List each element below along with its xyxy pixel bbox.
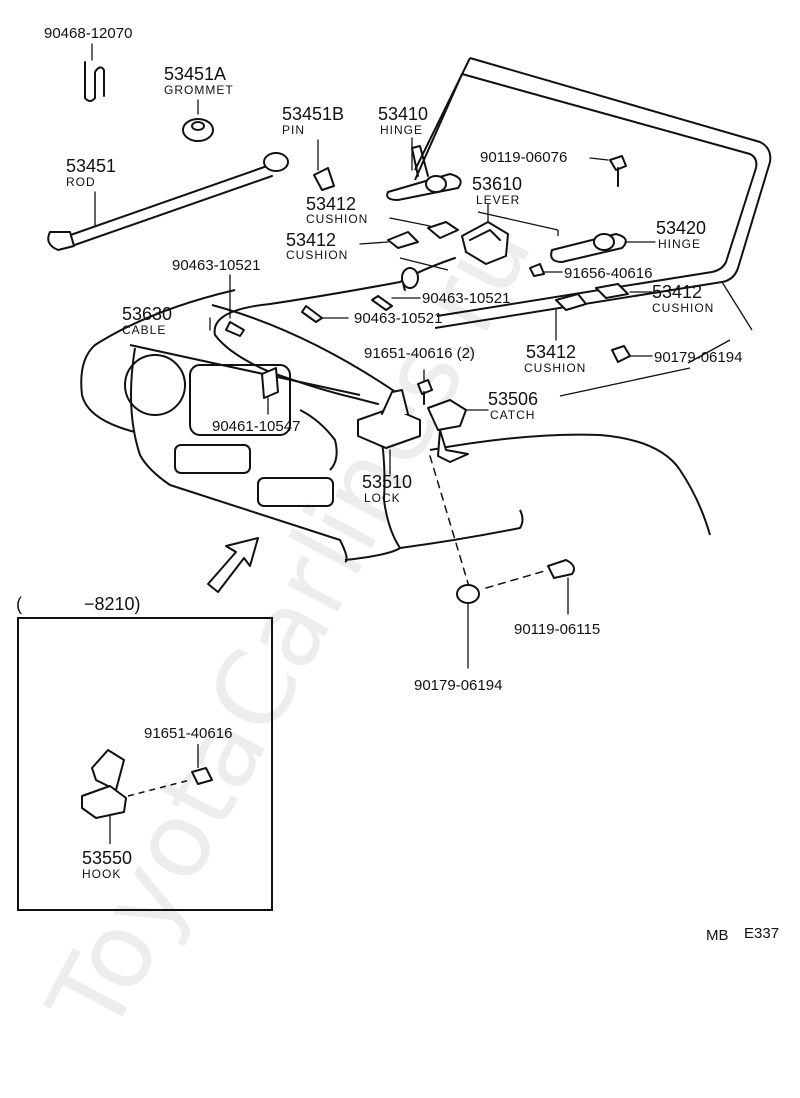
footer-code-right: E337 [744,925,779,942]
stopper-guide [429,455,549,591]
bolt-91656-40616-drawing [529,263,563,277]
lever-drawing [461,203,509,265]
label-grommet: GROMMET [164,83,234,97]
label-hook: HOOK [82,867,121,881]
catch-drawing [427,399,489,463]
label-lever: LEVER [476,193,520,207]
label-53506: 53506 [488,389,538,409]
label-53451B: 53451B [282,104,344,124]
label-53412-b: 53412 [286,230,336,250]
label-90463-10521-b: 90463-10521 [422,290,510,307]
label-53412-a: 53412 [306,194,356,214]
label-53451: 53451 [66,156,116,176]
label-53610: 53610 [472,174,522,194]
pin-drawing [313,139,335,191]
direction-arrow [207,537,259,593]
inset-panel: ( −8210) [16,594,273,911]
label-cushion-d: CUSHION [524,361,586,375]
inset-label-open: ( [16,594,22,614]
label-53410: 53410 [378,104,428,124]
label-90463-10521-a: 90463-10521 [172,257,260,274]
label-91651-40616-2: 91651-40616 (2) [364,345,475,362]
lock-drawing [357,389,421,475]
label-cable: CABLE [122,323,166,337]
clamp-drawings [229,274,421,323]
label-hinge-53420: HINGE [658,237,701,251]
label-90179-06194-a: 90179-06194 [654,349,742,366]
label-90119-06076: 90119-06076 [480,149,567,166]
bolt-90119-06115-drawing [547,559,575,615]
hinge-53410-drawing [386,137,462,201]
label-53420: 53420 [656,218,706,238]
label-53550: 53550 [82,848,132,868]
label-hinge-53410: HINGE [380,123,423,137]
label-90463-10521-c: 90463-10521 [354,310,442,327]
label-cushion-b: CUSHION [286,248,348,262]
label-53510: 53510 [362,472,412,492]
label-pin: PIN [282,123,305,137]
label-91651-40616: 91651-40616 [144,725,232,742]
label-53451A: 53451A [164,64,226,84]
label-53630: 53630 [122,304,172,324]
label-cushion-a: CUSHION [306,212,368,226]
label-catch: CATCH [490,408,535,422]
part-drawings [47,43,656,669]
inset-label-range: −8210) [84,594,141,614]
rod-drawing [47,152,289,251]
part-labels: 90468-12070 53451A GROMMET 53451B PIN 53… [44,25,779,944]
label-lock: LOCK [364,491,401,505]
watermark: ToyotaCarlines.ru [24,198,556,1052]
label-90468-12070: 90468-12070 [44,25,132,42]
bolt-90119-06076-drawing [589,155,627,187]
nut-90179-06194-lower-drawing [456,584,480,669]
nut-90179-06194-top-drawing [611,345,653,363]
footer-code-left: MB [706,927,729,944]
hood-outline [414,57,772,329]
clip-90468-12070-drawing [84,43,105,102]
label-91656-40616: 91656-40616 [564,265,652,282]
clamp-90461-10547-drawing [261,367,279,415]
leader-lines [399,211,753,397]
label-53412-d: 53412 [526,342,576,362]
grommet-drawing [182,99,214,142]
label-53412-c: 53412 [652,282,702,302]
label-90119-06115: 90119-06115 [514,621,600,638]
label-90461-10547: 90461-10547 [212,418,300,435]
hinge-53420-drawing [550,233,656,263]
cushion-drawings [359,217,653,341]
label-cushion-c: CUSHION [652,301,714,315]
screw-91651-40616-drawing [417,369,433,405]
label-rod: ROD [66,175,96,189]
label-90179-06194-b: 90179-06194 [414,677,502,694]
